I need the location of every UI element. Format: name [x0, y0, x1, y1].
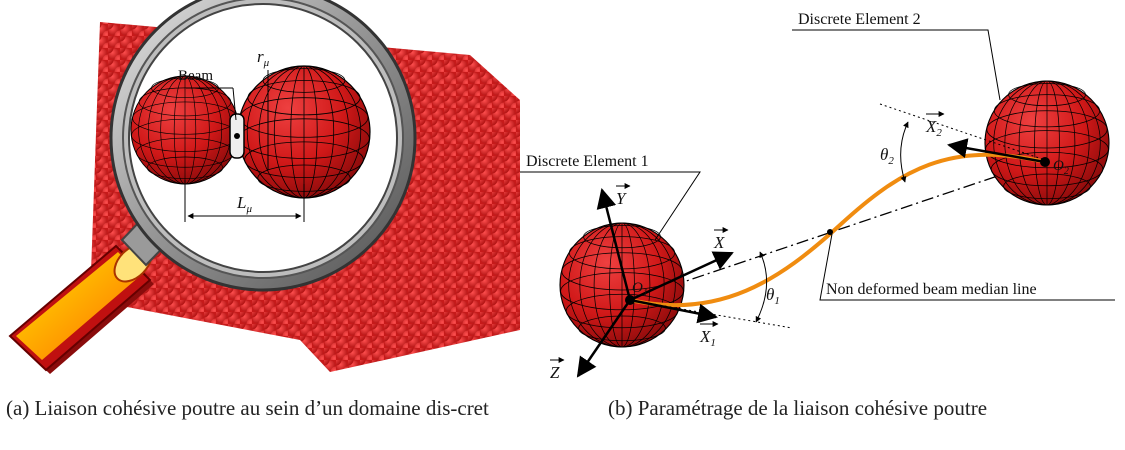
o2-label: O2 [1053, 158, 1069, 177]
sphere-right-a [237, 65, 371, 199]
r-label: rμ [257, 47, 270, 69]
y-axis-arrow [596, 188, 632, 301]
svg-text:X1: X1 [699, 327, 716, 349]
beam-label: Beam [178, 68, 213, 84]
o2-point [1040, 157, 1050, 167]
median-line [629, 159, 1046, 301]
o1-label: O1 [632, 280, 648, 299]
theta1-arc [755, 251, 768, 323]
o1-point [625, 295, 635, 305]
element1-leader [520, 171, 701, 241]
svg-text:X2: X2 [925, 117, 942, 139]
element1-label: Discrete Element 1 [526, 153, 649, 170]
element2-label: Discrete Element 2 [798, 11, 921, 28]
dimension-l [184, 180, 305, 222]
theta2-arc [900, 121, 909, 183]
label-x: X [713, 227, 729, 252]
sphere-left-a [130, 75, 240, 185]
theta1-label: θ1 [766, 285, 780, 307]
x1-axis-arrow [629, 298, 718, 324]
x2-axis-arrow [947, 138, 1046, 164]
beam-midpoint [827, 229, 833, 235]
tangent-line-2 [879, 103, 1046, 161]
svg-text:Z: Z [550, 363, 560, 382]
sphere-element-2 [984, 80, 1110, 206]
l-label: Lμ [236, 193, 252, 215]
label-z: Z [550, 357, 565, 382]
svg-text:X: X [713, 233, 725, 252]
theta2-label: θ2 [880, 145, 894, 167]
median-leader [819, 233, 1115, 301]
panel-b: Discrete Element 1 Discrete Element 2 No… [520, 11, 1115, 382]
element2-leader [792, 29, 1001, 101]
beam-connector [229, 113, 245, 159]
z-axis-arrow [576, 299, 632, 378]
label-y: Y [616, 183, 631, 208]
caption-b: (b) Paramétrage de la liaison cohésive p… [608, 396, 988, 420]
label-x1: X1 [699, 321, 719, 349]
caption-a: (a) Liaison cohésive poutre au sein d’un… [6, 396, 489, 420]
median-label: Non deformed beam median line [826, 281, 1037, 298]
svg-text:Y: Y [616, 189, 627, 208]
label-x2: X2 [925, 111, 945, 139]
panel-a: Beam rμ Lμ [8, 0, 520, 374]
x-axis-arrow [629, 251, 734, 302]
